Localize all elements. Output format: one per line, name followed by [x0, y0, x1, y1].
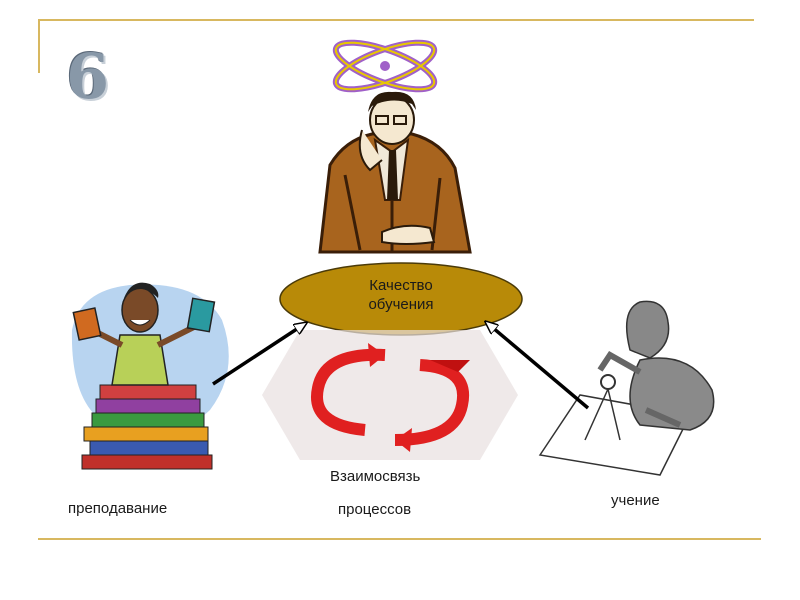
quality-label: Качество обучения [279, 276, 523, 314]
bottom-rule [38, 538, 761, 540]
woman-with-books-icon [71, 282, 229, 470]
cycle-arrows-icon [262, 330, 518, 460]
slide-number: 6 [66, 40, 110, 113]
arrow-teaching-to-quality [212, 323, 306, 386]
drawing-woman-icon [538, 300, 715, 476]
teaching-label: преподавание [68, 500, 168, 517]
thinking-man-icon [318, 91, 472, 254]
atom-icon [332, 39, 438, 93]
left-rule [38, 19, 40, 73]
relation-label-line1: Взаимосвязь [330, 468, 421, 485]
top-rule [38, 19, 754, 21]
quality-label-line2: обучения [368, 296, 434, 313]
quality-label-line1: Качество [369, 277, 433, 294]
relation-label-line2: процессов [338, 501, 412, 518]
learning-label: учение [611, 492, 660, 509]
arrow-learning-to-quality [486, 322, 590, 410]
